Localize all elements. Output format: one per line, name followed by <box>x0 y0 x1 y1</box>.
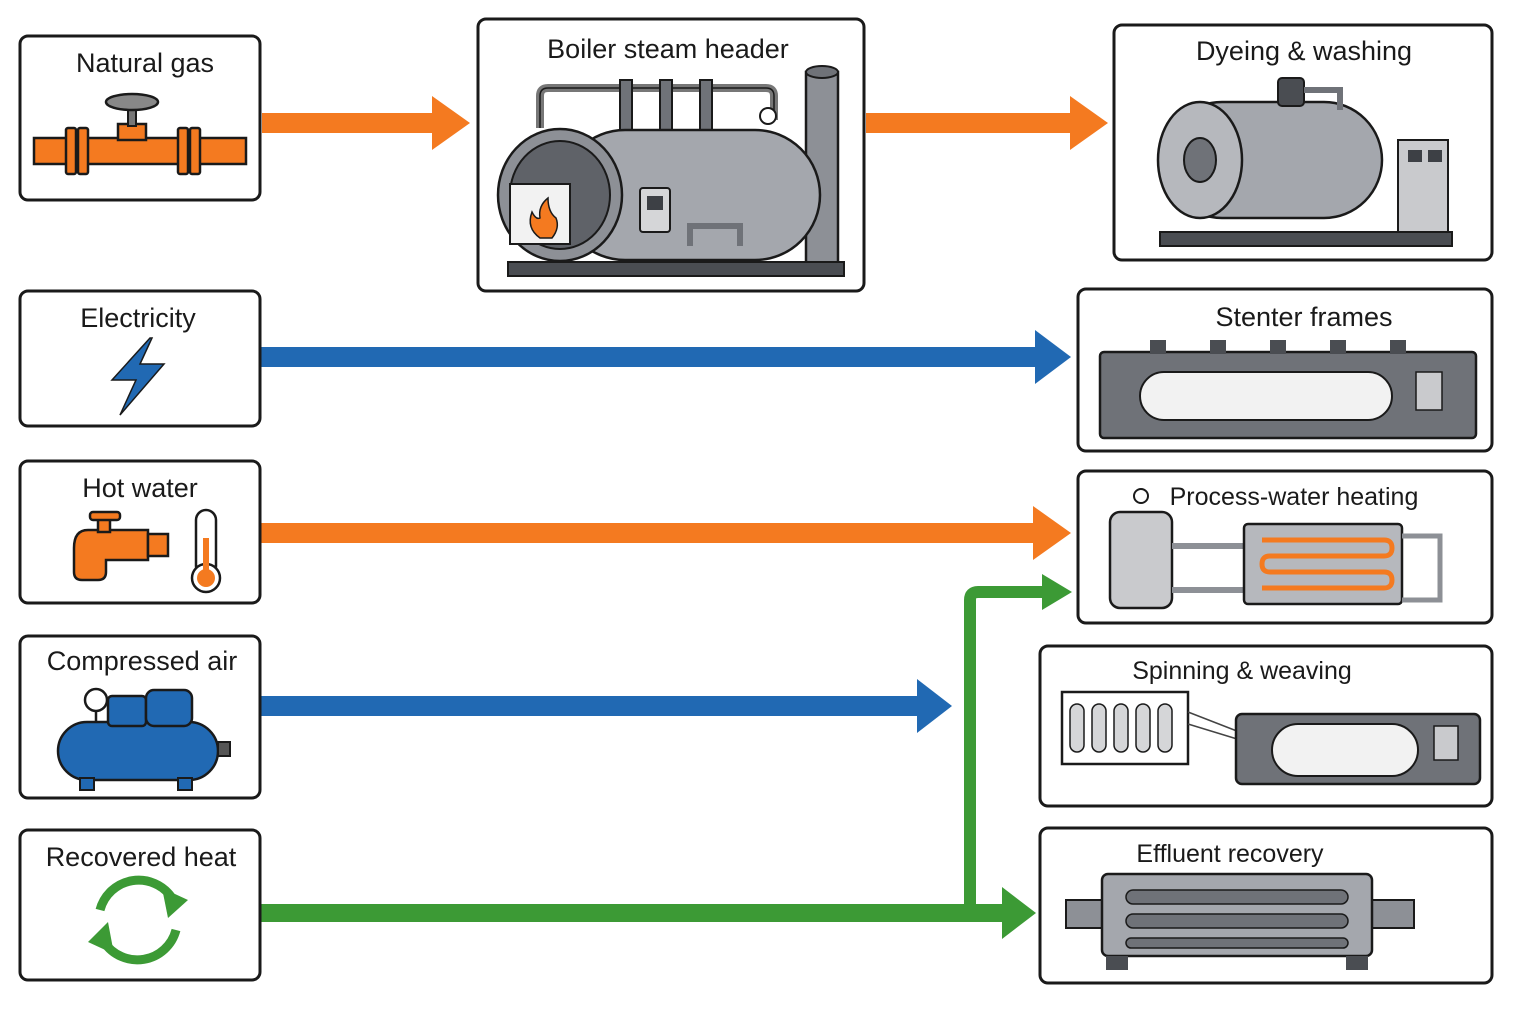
node-boiler-steam-header[interactable]: Boiler steam header <box>476 17 866 293</box>
spinning-weaving-label: Spinning & weaving <box>1132 657 1352 685</box>
lightning-bolt-icon <box>110 337 166 416</box>
node-dyeing-washing[interactable]: Dyeing & washing <box>1112 23 1494 262</box>
flow-arrow-recovered-heat-to-effluent <box>261 887 1036 939</box>
faucet-thermometer-icon <box>72 508 222 594</box>
node-hot-water[interactable]: Hot water <box>18 459 262 605</box>
flow-arrow-recovered-heat-to-process-water <box>964 574 1072 913</box>
flow-arrows <box>261 96 1108 939</box>
flow-arrow-hot-water-to-process-water <box>261 506 1071 560</box>
shell-tube-exchanger-icon <box>1065 872 1415 970</box>
process-water-heating-label: Process-water heating <box>1170 483 1419 511</box>
node-natural-gas[interactable]: Natural gas <box>18 34 262 202</box>
node-electricity[interactable]: Electricity <box>18 289 262 428</box>
boiler-steam-header-label: Boiler steam header <box>547 34 789 64</box>
stenter-frame-icon <box>1098 340 1478 440</box>
node-process-water-heating[interactable]: Process-water heating <box>1076 469 1494 625</box>
effluent-recovery-label: Effluent recovery <box>1136 840 1324 868</box>
flow-arrow-natural-gas-to-boiler <box>262 96 470 150</box>
node-compressed-air[interactable]: Compressed air <box>18 634 262 800</box>
flow-arrow-electricity-to-stenter <box>261 330 1071 384</box>
pipe-valve-icon <box>32 92 248 176</box>
heat-exchanger-icon <box>1108 488 1443 610</box>
air-compressor-icon <box>56 687 231 791</box>
electricity-label: Electricity <box>80 303 196 333</box>
flow-arrow-compressed-air-to-spinning <box>261 679 952 733</box>
recycle-arrows-icon <box>88 875 188 965</box>
node-recovered-heat[interactable]: Recovered heat <box>18 828 262 982</box>
recovered-heat-label: Recovered heat <box>46 842 237 872</box>
node-stenter-frames[interactable]: Stenter frames <box>1076 287 1494 453</box>
boiler-icon <box>496 65 845 277</box>
flow-arrow-boiler-to-dyeing <box>866 96 1108 150</box>
dyeing-machine-icon <box>1156 77 1453 247</box>
node-spinning-weaving[interactable]: Spinning & weaving <box>1038 644 1494 808</box>
stenter-frames-label: Stenter frames <box>1215 302 1392 332</box>
dyeing-washing-label: Dyeing & washing <box>1196 36 1412 66</box>
spinning-loom-icon <box>1060 690 1482 786</box>
natural-gas-label: Natural gas <box>76 48 214 78</box>
compressed-air-label: Compressed air <box>47 646 238 676</box>
node-effluent-recovery[interactable]: Effluent recovery <box>1038 826 1494 985</box>
hot-water-label: Hot water <box>82 473 198 503</box>
